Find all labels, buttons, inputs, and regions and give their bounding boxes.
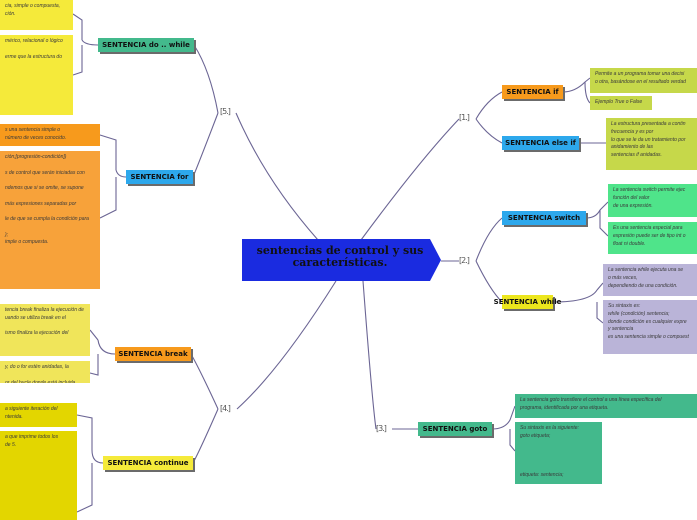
branch-number-4[interactable]: [4.]	[220, 404, 231, 413]
note-continue-description: a siguiente iteración del ntenida.	[0, 403, 77, 427]
note-if-example: Ejemplo True o False	[590, 96, 652, 110]
note-break-description: tencia break finaliza la ejecución de ua…	[0, 304, 90, 356]
note-goto-description: La sentencia goto transfiere el control …	[515, 394, 697, 418]
note-goto-syntax: Su sintaxis es la siguiente: goto etique…	[515, 422, 602, 484]
node-sentencia-break[interactable]: SENTENCIA break	[115, 347, 191, 361]
node-sentencia-while[interactable]: SENTENCIA while	[494, 295, 561, 309]
node-sentencia-if[interactable]: SENTENCIA if	[502, 85, 563, 99]
branch-number-5[interactable]: [5.]	[220, 107, 231, 116]
note-switch-detail: Es una sentencia especial para expresión…	[608, 222, 697, 254]
central-topic[interactable]: sentencias de control y sus característi…	[242, 239, 441, 281]
note-if-description: Permite a un programa tomar una decisi o…	[590, 68, 697, 93]
node-sentencia-for[interactable]: SENTENCIA for	[126, 170, 193, 184]
node-sentencia-goto[interactable]: SENTENCIA goto	[418, 422, 492, 436]
note-do-while-detail: mérico, relacional o lógico erme que la …	[0, 35, 73, 115]
note-for-syntax: ción;[progresión-condición]) s de contro…	[0, 151, 100, 289]
note-else-if-description: La estructura presentada a contin frecue…	[606, 118, 697, 170]
note-while-description: La sentencia while ejecuta una se o más …	[603, 264, 697, 296]
central-topic-title: sentencias de control y sus característi…	[256, 244, 424, 269]
node-sentencia-else-if[interactable]: SENTENCIA else if	[502, 136, 579, 150]
note-break-nested: y, do o for estén anidadas, la or del bu…	[0, 361, 90, 383]
node-sentencia-switch[interactable]: SENTENCIA switch	[502, 211, 586, 225]
note-switch-description: La sentencia switch permite ejec función…	[608, 184, 697, 217]
note-while-syntax: Su sintaxis es: while (condición) senten…	[603, 300, 697, 354]
note-continue-example: a que imprime todos los de 5.	[0, 431, 77, 520]
branch-number-1[interactable]: [1.]	[459, 113, 470, 122]
note-for-description: s una sentencia simple o número de veces…	[0, 124, 100, 146]
node-sentencia-do-while[interactable]: SENTENCIA do .. while	[98, 38, 194, 52]
note-do-while-description: cia, simple o compuesta, ción.	[0, 0, 73, 30]
branch-number-2[interactable]: [2.]	[459, 256, 470, 265]
branch-number-3[interactable]: [3.]	[376, 424, 387, 433]
node-sentencia-continue[interactable]: SENTENCIA continue	[103, 456, 193, 470]
